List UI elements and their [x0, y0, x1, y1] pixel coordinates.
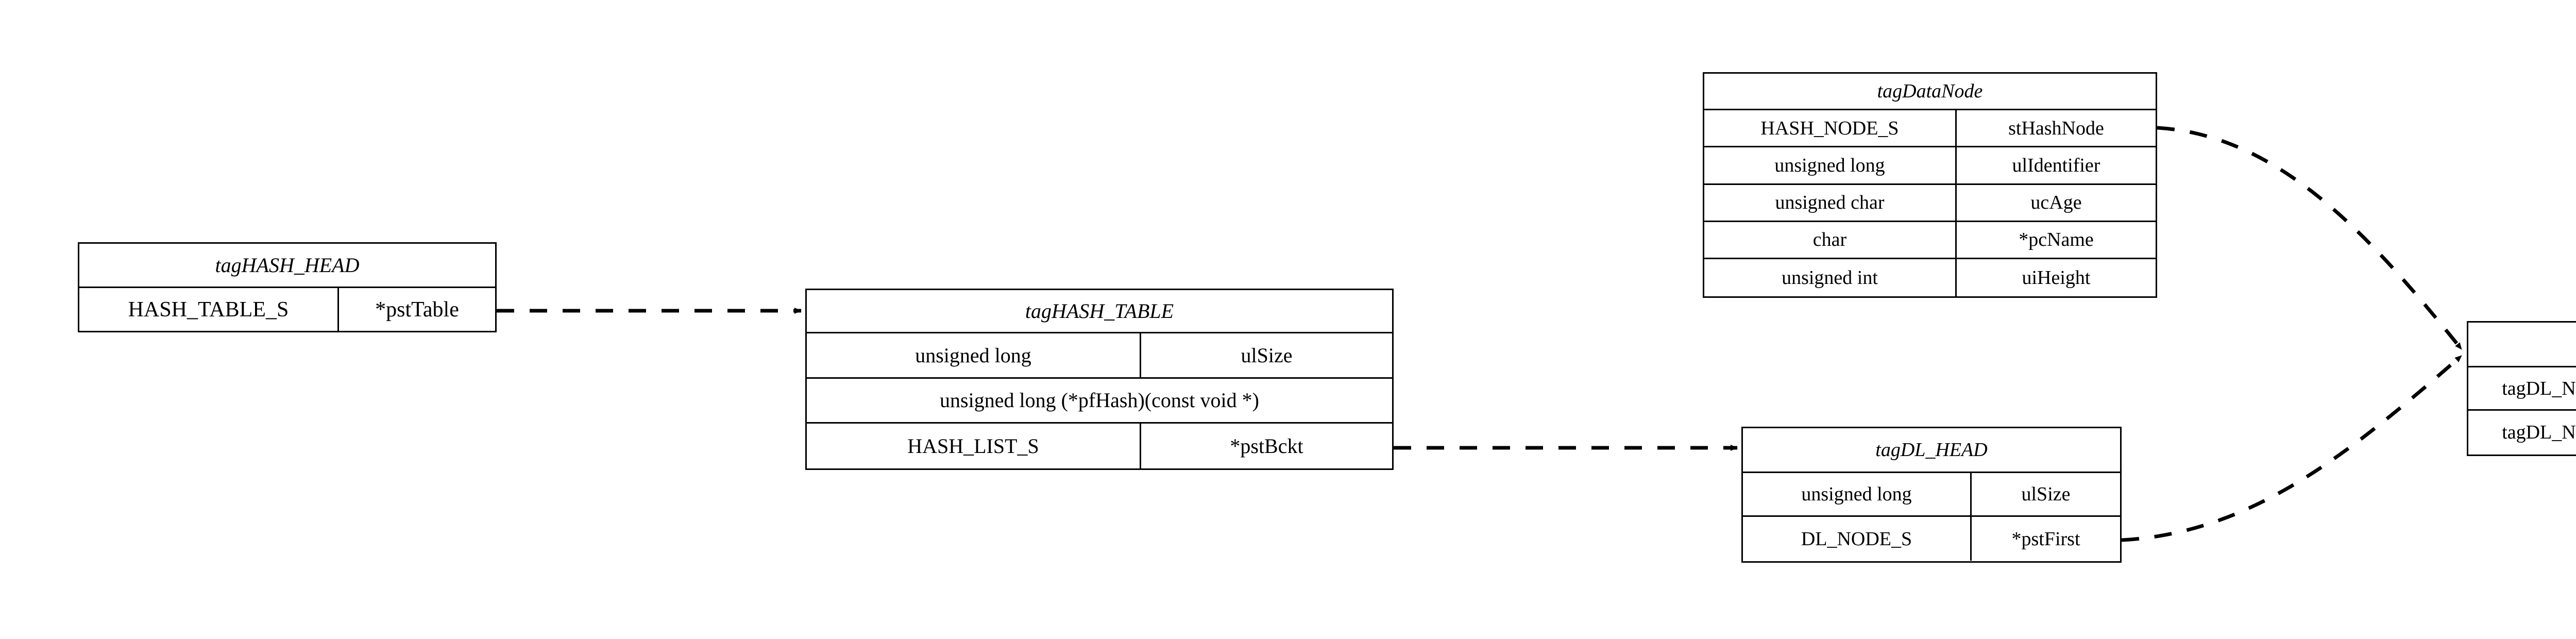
member-type: HASH_TABLE_S: [79, 288, 339, 331]
member-type: unsigned long: [807, 333, 1141, 377]
member-name: ulSize: [2021, 483, 2071, 505]
class-member-row: unsigned long ulSize: [1743, 473, 2120, 517]
class-member-row: unsigned long ulSize: [807, 333, 1392, 379]
class-node-hash-table[interactable]: tagHASH_TABLE unsigned long ulSize unsig…: [805, 289, 1394, 470]
class-node-data-node[interactable]: tagDataNode HASH_NODE_S stHashNode unsig…: [1703, 72, 2157, 298]
class-node-dl-node[interactable]: tagDL_NODE tagDL_NODE *pstNext tagDL_NOD…: [2467, 321, 2576, 456]
member-name: *pstFirst: [2011, 528, 2080, 550]
class-node-title: tagHASH_TABLE: [807, 290, 1392, 334]
member-type: HASH_LIST_S: [807, 423, 1141, 468]
class-node-title: tagDL_HEAD: [1743, 428, 2120, 473]
member-signature: unsigned long (*pfHash)(const void *): [940, 389, 1259, 412]
member-type: HASH_NODE_S: [1704, 110, 1957, 146]
class-node-dl-head[interactable]: tagDL_HEAD unsigned long ulSize DL_NODE_…: [1741, 427, 2122, 563]
class-member-row: unsigned char ucAge: [1704, 184, 2156, 222]
class-member-row: unsigned int uiHeight: [1704, 259, 2156, 297]
member-name: *pstTable: [375, 297, 459, 322]
class-member-row: char *pcName: [1704, 222, 2156, 259]
edge-dl-head-to-dl-node: [2121, 354, 2463, 542]
member-type: unsigned long: [1704, 147, 1957, 183]
member-name: ulSize: [1241, 343, 1293, 367]
member-type: unsigned int: [1704, 259, 1957, 297]
class-node-title: tagHASH_HEAD: [79, 244, 495, 288]
class-node-hash-head[interactable]: tagHASH_HEAD HASH_TABLE_S *pstTable: [78, 242, 497, 332]
class-member-row: HASH_NODE_S stHashNode: [1704, 110, 2156, 148]
class-member-row: unsigned long ulIdentifier: [1704, 147, 2156, 185]
class-member-row: tagDL_NODE *pstPrev: [2468, 411, 2576, 454]
member-name: stHashNode: [2008, 117, 2104, 139]
class-member-row: HASH_LIST_S *pstBckt: [807, 423, 1392, 468]
member-name: ulIdentifier: [2012, 154, 2100, 176]
member-name: *pstBckt: [1230, 434, 1303, 458]
member-name: ucAge: [2030, 192, 2082, 214]
class-member-row: DL_NODE_S *pstFirst: [1743, 517, 2120, 561]
edge-data-node-to-dl-node: [2157, 126, 2463, 351]
class-member-row: tagDL_NODE *pstNext: [2468, 367, 2576, 411]
class-member-row: HASH_TABLE_S *pstTable: [79, 288, 495, 331]
member-type: tagDL_NODE: [2468, 367, 2576, 409]
member-type: char: [1704, 222, 1957, 258]
class-node-title: tagDataNode: [1704, 74, 2156, 111]
member-type: DL_NODE_S: [1743, 517, 1972, 561]
class-member-row: unsigned long (*pfHash)(const void *): [807, 379, 1392, 424]
member-type: tagDL_NODE: [2468, 411, 2576, 454]
class-node-title: tagDL_NODE: [2468, 323, 2576, 367]
member-type: unsigned long: [1743, 473, 1972, 515]
member-name: uiHeight: [2022, 266, 2091, 289]
member-type: unsigned char: [1704, 184, 1957, 221]
member-name: *pcName: [2019, 229, 2094, 251]
